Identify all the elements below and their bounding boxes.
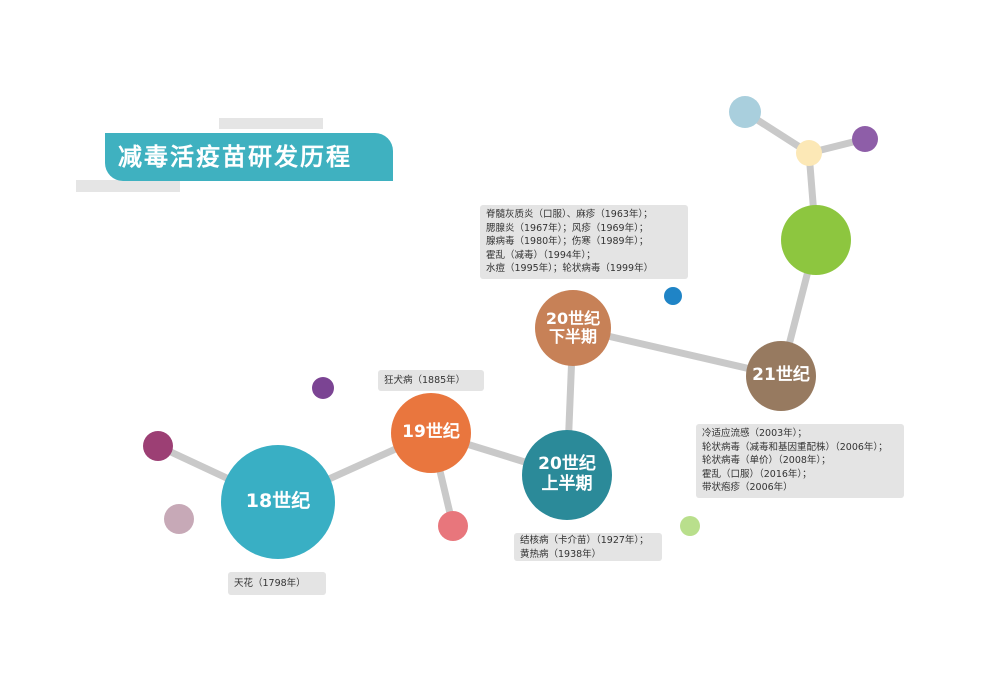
decor-circle-purple-small: [312, 377, 334, 399]
decor-circle-purple-top: [852, 126, 878, 152]
decor-circle-light-blue: [729, 96, 761, 128]
node-label-21st-century: 21世纪: [752, 365, 810, 386]
note-18th-century: 天花（1798年）: [228, 572, 326, 595]
node-label-18th-century: 18世纪: [245, 490, 311, 513]
title-accent-top: [219, 118, 323, 129]
decor-circle-lime: [680, 516, 700, 536]
circles: [143, 96, 878, 559]
node-label-20th-century-early: 20世纪 上半期: [538, 454, 596, 494]
node-circle-20th-century-early: [522, 430, 612, 520]
node-circle-20th-century-late: [535, 290, 611, 366]
decor-circle-pink: [438, 511, 468, 541]
decor-circle-dark-magenta: [143, 431, 173, 461]
note-21st-century: 冷适应流感（2003年）； 轮状病毒（减毒和基因重配株）（2006年）； 轮状病…: [696, 424, 904, 498]
decor-circle-mauve: [164, 504, 194, 534]
page-title: 减毒活疫苗研发历程: [105, 133, 393, 181]
decor-circle-cream: [796, 140, 822, 166]
node-circle-21st-century: [746, 341, 816, 411]
node-circle-18th-century: [221, 445, 335, 559]
note-20th-century-late: 脊髓灰质炎（口服）、麻疹（1963年）； 腮腺炎（1967年）；风疹（1969年…: [480, 205, 688, 279]
decor-circle-green: [781, 205, 851, 275]
decor-circle-blue-dot: [664, 287, 682, 305]
title-accent-bottom: [76, 180, 180, 192]
node-label-19th-century: 19世纪: [402, 422, 460, 443]
note-19th-century: 狂犬病（1885年）: [378, 370, 484, 391]
node-circle-19th-century: [391, 393, 471, 473]
note-20th-century-early: 结核病（卡介苗）（1927年）； 黄热病（1938年）: [514, 533, 662, 561]
node-label-20th-century-late: 20世纪 下半期: [545, 308, 601, 346]
